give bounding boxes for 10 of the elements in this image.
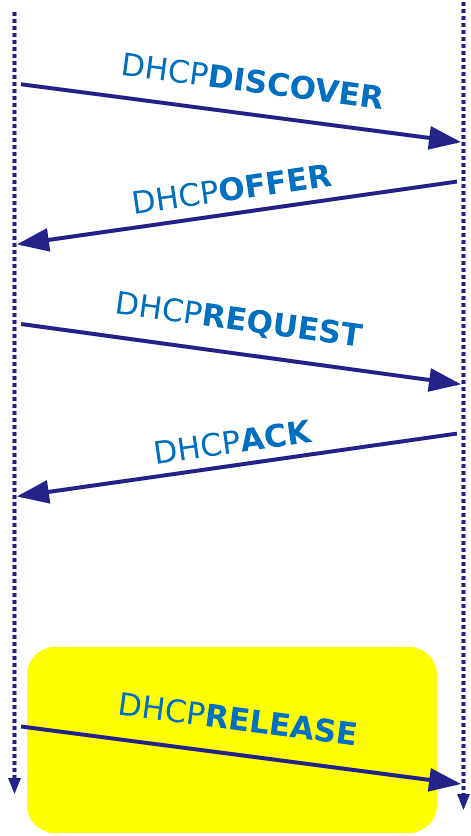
edge-label: DHCPOFFER [129, 160, 333, 220]
edge-label: DHCPRELEASE [116, 689, 358, 751]
arrow [20, 724, 461, 792]
arrow [17, 432, 458, 504]
arrow [20, 82, 461, 150]
edge-label: DHCPDISCOVER [119, 49, 386, 115]
edge-label: DHCPACK [152, 416, 313, 470]
edge-label: DHCPREQUEST [112, 288, 364, 352]
arrow [17, 180, 458, 252]
arrow [20, 322, 461, 392]
